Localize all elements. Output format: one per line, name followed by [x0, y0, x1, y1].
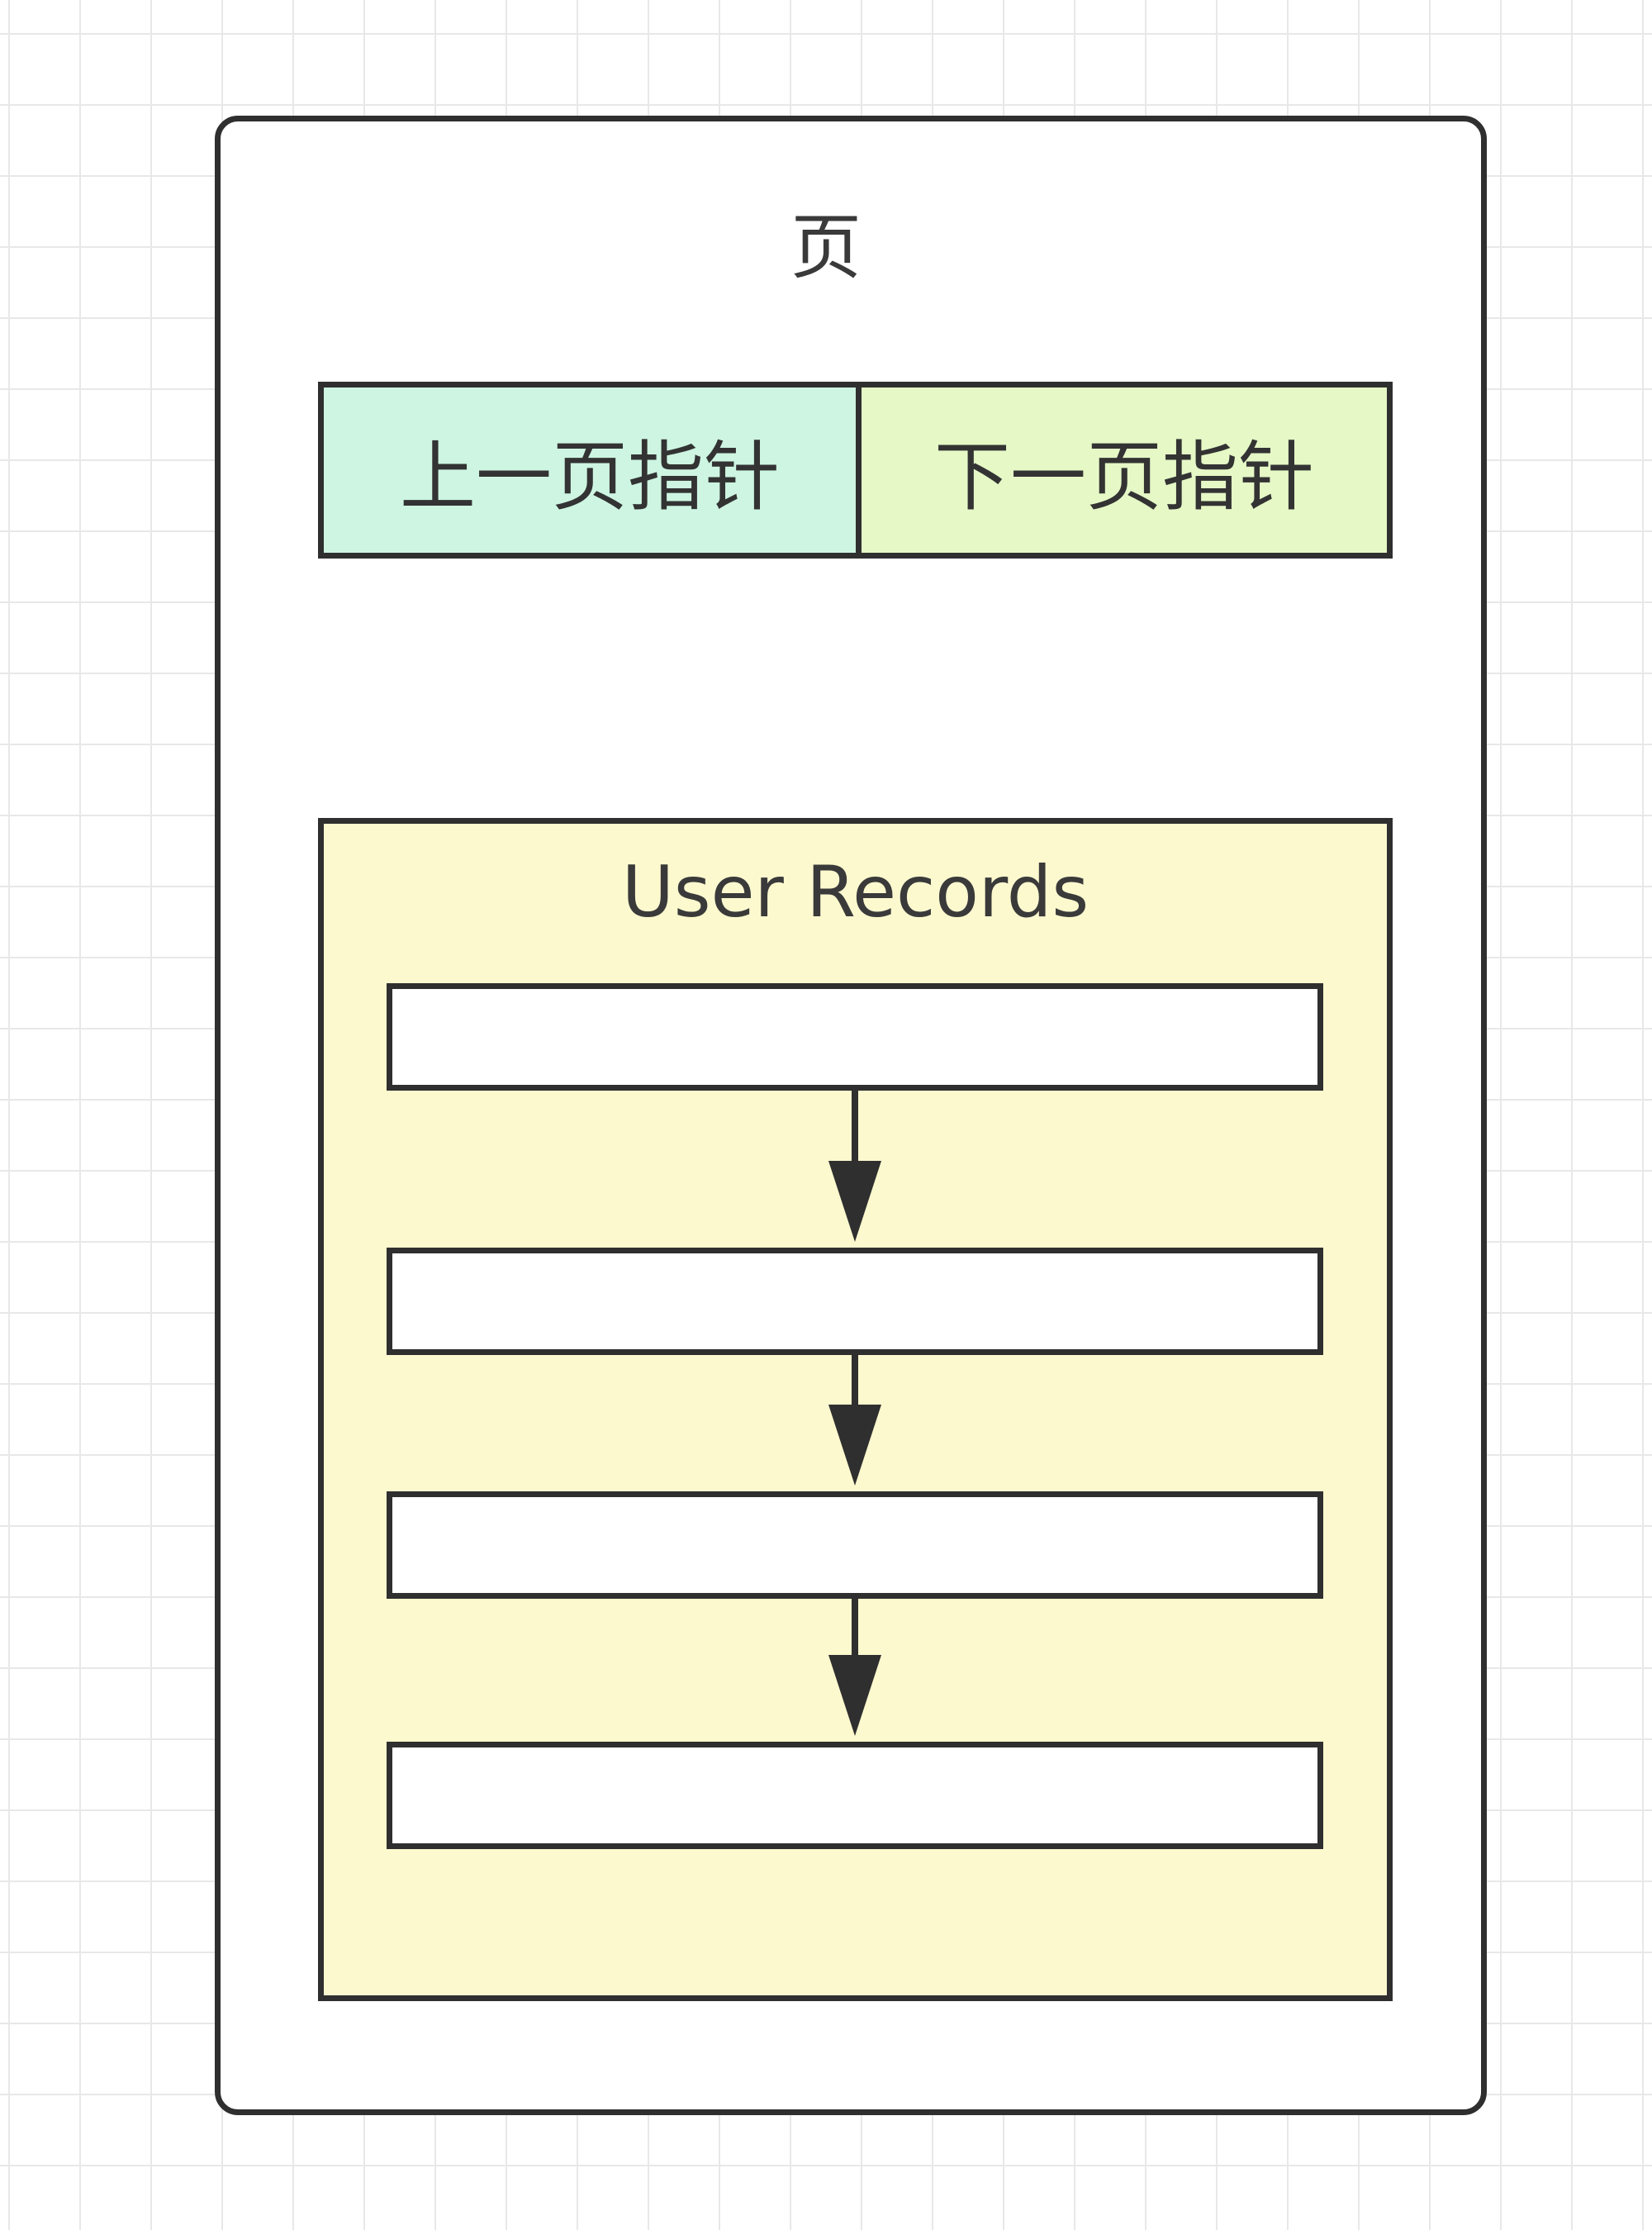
next-page-pointer-label: 下一页指针 — [933, 432, 1314, 521]
user-record-2 — [387, 1248, 1323, 1355]
user-record-1 — [387, 983, 1323, 1091]
user-record-4 — [387, 1742, 1323, 1849]
prev-page-pointer-label: 上一页指针 — [399, 432, 780, 521]
user-record-3 — [387, 1491, 1323, 1599]
prev-page-pointer: 上一页指针 — [318, 382, 862, 559]
page-title: 页 — [790, 207, 862, 289]
user-records-title: User Records — [621, 851, 1089, 934]
next-page-pointer: 下一页指针 — [856, 382, 1393, 559]
